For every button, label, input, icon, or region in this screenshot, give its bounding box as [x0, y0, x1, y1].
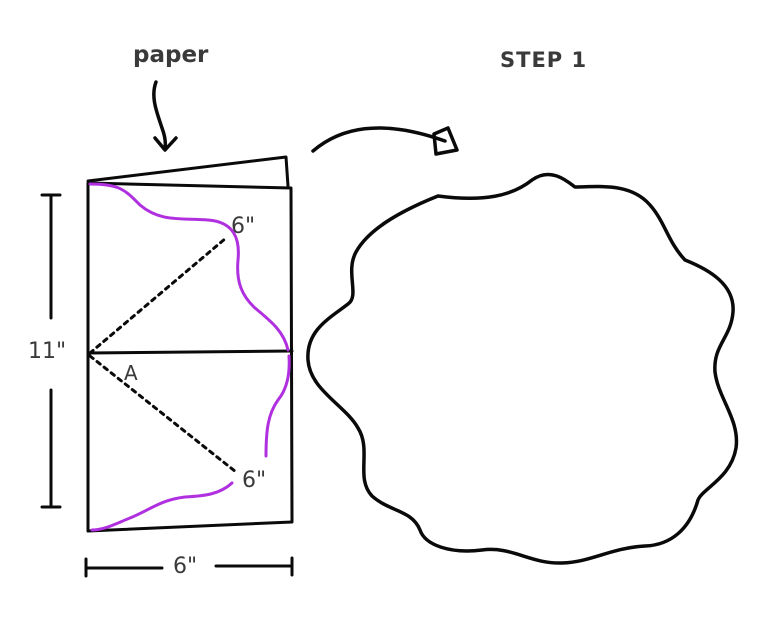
width-label: 6": [173, 554, 198, 579]
radius-line-top: [88, 236, 228, 355]
radius-bottom-label: 6": [242, 468, 267, 493]
point-a-label: A: [124, 361, 138, 385]
cut-line-corner: [90, 481, 234, 532]
folded-paper-outline: [86, 181, 294, 533]
step-title: STEP 1: [500, 48, 588, 72]
paper-pointer-arrowhead: [153, 136, 178, 152]
step-arrow: [311, 126, 447, 153]
radius-line-bottom: [88, 354, 238, 474]
cut-line-top: [88, 182, 290, 352]
scalloped-circle: [306, 172, 739, 565]
cut-line-bottom: [264, 354, 291, 458]
radius-top-label: 6": [231, 214, 256, 239]
height-dimension-bottom: [40, 388, 62, 509]
height-label: 11": [28, 339, 67, 364]
paper-label: paper: [133, 42, 209, 68]
paper-pointer-arrow: [152, 80, 168, 150]
height-dimension-top: [40, 193, 62, 320]
width-dimension-left: [84, 557, 164, 578]
fold-line: [86, 349, 294, 355]
paper-back-flap: [86, 155, 290, 188]
step-arrowhead: [432, 126, 459, 156]
width-dimension-right: [214, 556, 294, 577]
